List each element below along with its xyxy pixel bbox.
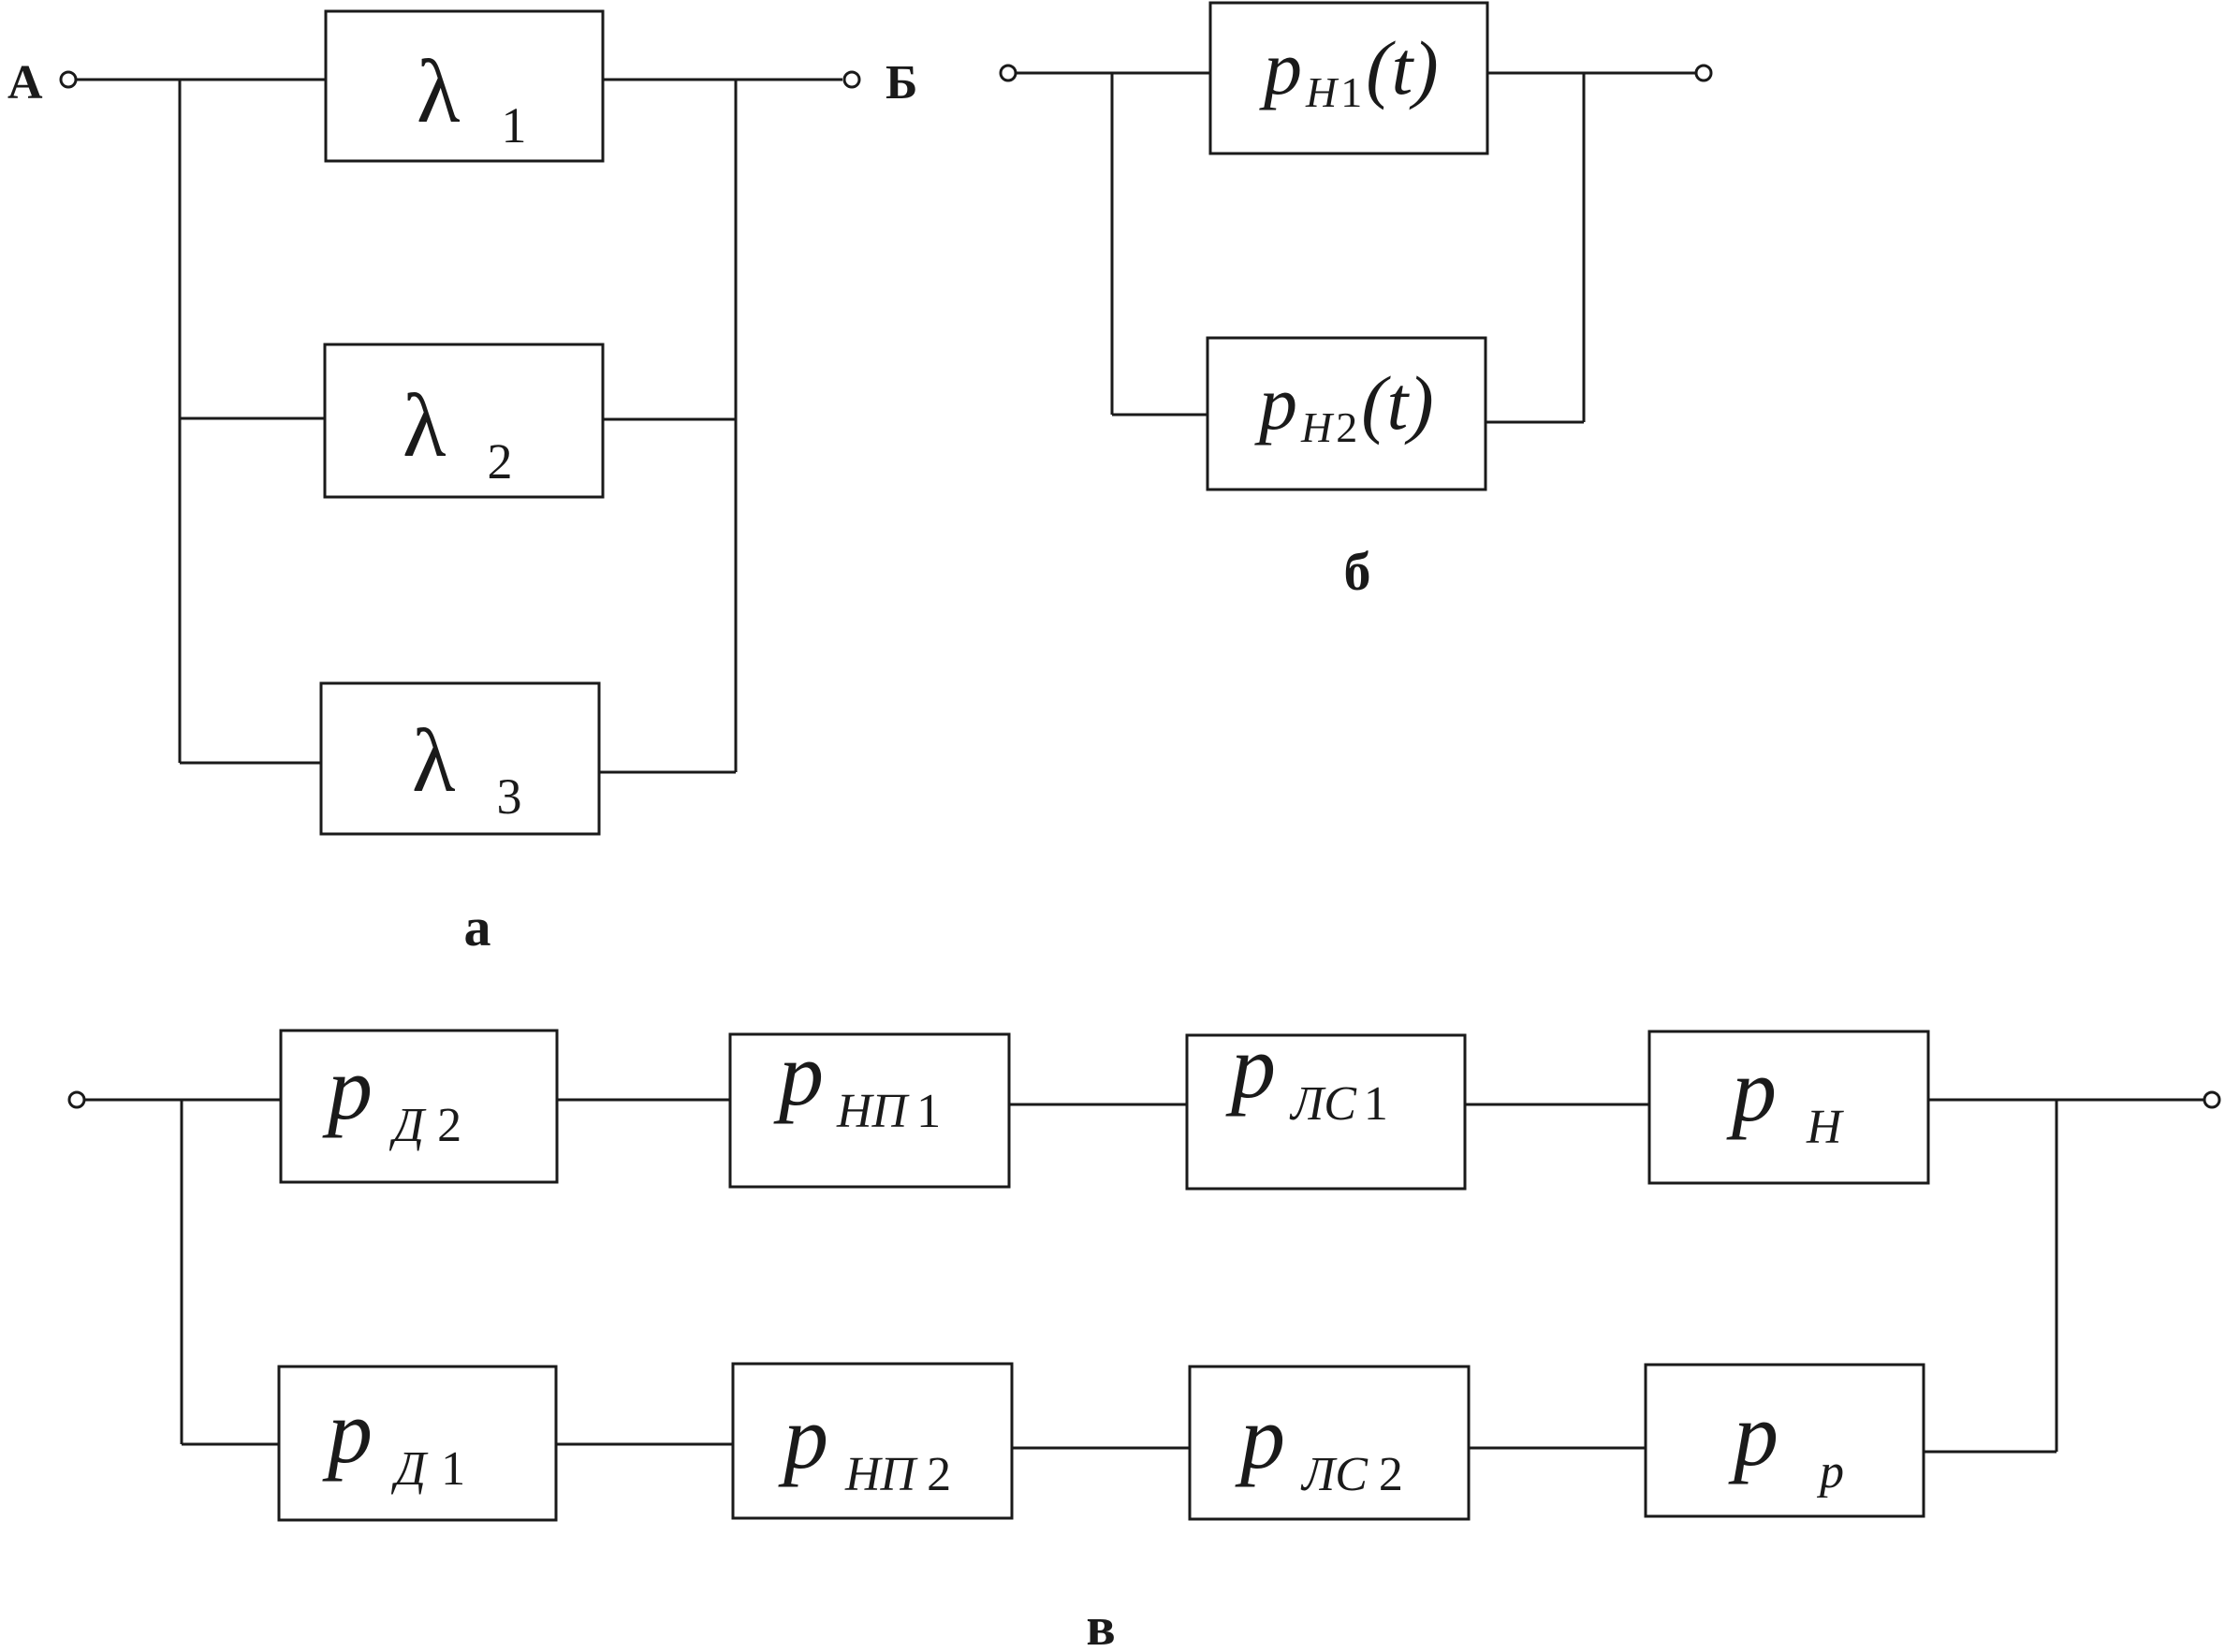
block-pd1-label: p Д 1: [322, 1382, 465, 1496]
pnp1-subnum: 1: [916, 1085, 941, 1138]
block-pr: [1644, 1363, 1925, 1518]
pr-symbol: p: [1728, 1384, 1779, 1484]
terminal-c-in: [67, 1090, 86, 1109]
pnp1-symbol: p: [773, 1024, 824, 1124]
block-pls1: [1185, 1033, 1467, 1191]
pnp2-sub: НП: [844, 1448, 919, 1501]
block-pn1-label: p H 1 (t): [1259, 25, 1439, 116]
block-lambda-2-label: λ 2: [403, 375, 513, 490]
terminal-b-out: [1694, 64, 1713, 82]
pnp2-symbol: p: [778, 1387, 828, 1487]
pn1-symbol: p: [1259, 25, 1302, 110]
block-pn: [1647, 1030, 1930, 1185]
lambda-2-index: 2: [488, 433, 513, 490]
lambda-1-index: 1: [502, 97, 527, 154]
block-lambda-1-label: λ 1: [417, 41, 527, 154]
block-pnp2: [731, 1362, 1014, 1520]
block-pd2: [279, 1029, 559, 1184]
lambda-1-symbol: λ: [417, 41, 461, 141]
pn1-arg: (t): [1366, 25, 1438, 110]
pn1-subnum: 1: [1340, 68, 1362, 116]
pls2-symbol: p: [1235, 1387, 1285, 1487]
pn2-sub: H: [1300, 403, 1335, 451]
caption-a: а: [464, 897, 491, 958]
pd1-subnum: 1: [441, 1442, 465, 1496]
block-lambda-2: [323, 343, 605, 499]
block-pn1: [1208, 1, 1489, 155]
block-lambda-3: [319, 681, 601, 836]
block-pr-label: p р: [1728, 1384, 1844, 1498]
pls1-subnum: 1: [1364, 1077, 1388, 1131]
pls2-subnum: 2: [1379, 1448, 1403, 1501]
block-pls2: [1188, 1365, 1471, 1521]
lambda-3-symbol: λ: [412, 710, 456, 811]
terminal-c-out: [2203, 1090, 2221, 1109]
pls1-symbol: p: [1225, 1016, 1276, 1117]
block-pn2: [1206, 336, 1487, 491]
pd2-subnum: 2: [437, 1099, 461, 1152]
pnp1-sub: НП: [836, 1085, 911, 1138]
pd1-symbol: p: [322, 1382, 373, 1482]
pn-sub: Н: [1806, 1101, 1844, 1154]
block-lambda-1: [324, 9, 605, 163]
block-pls2-label: p ЛС 2: [1235, 1387, 1403, 1501]
pls2-sub: ЛС: [1300, 1448, 1369, 1501]
terminal-a-label: А: [7, 56, 43, 110]
pn1-sub: H: [1305, 68, 1339, 116]
caption-b: б: [1344, 541, 1371, 602]
block-lambda-3-label: λ 3: [412, 710, 522, 825]
block-pnp1-label: p НП 1: [773, 1024, 941, 1138]
block-pd1: [277, 1365, 558, 1522]
diagram-a-wires: [75, 78, 842, 774]
terminal-a-out: [842, 70, 861, 89]
pd1-sub: Д: [390, 1442, 429, 1496]
pd2-sub: Д: [388, 1099, 427, 1152]
pr-sub: р: [1816, 1445, 1844, 1498]
block-pd2-label: p Д 2: [322, 1038, 461, 1152]
block-pnp2-label: p НП 2: [778, 1387, 951, 1501]
terminal-b-in: [999, 64, 1017, 82]
block-pnp1: [728, 1032, 1011, 1189]
terminal-b-label: Б: [886, 56, 917, 110]
block-pn2-label: p H 2 (t): [1254, 360, 1434, 451]
caption-c: в: [1086, 1596, 1115, 1652]
lambda-3-index: 3: [497, 768, 522, 825]
terminal-a-in: [59, 70, 78, 89]
pn2-subnum: 2: [1336, 403, 1357, 451]
pn-symbol: p: [1726, 1040, 1777, 1140]
block-pls1-label: p ЛС 1: [1225, 1016, 1388, 1131]
lambda-2-symbol: λ: [403, 375, 446, 475]
diagram-c-wires: [84, 1098, 2204, 1454]
pd2-symbol: p: [322, 1038, 373, 1138]
pnp2-subnum: 2: [927, 1448, 951, 1501]
pls1-sub: ЛС: [1289, 1077, 1357, 1131]
block-pn-label: p Н: [1726, 1040, 1844, 1154]
pn2-arg: (t): [1361, 360, 1433, 446]
diagram-b-wires: [1016, 71, 1696, 424]
pn2-symbol: p: [1254, 360, 1297, 446]
